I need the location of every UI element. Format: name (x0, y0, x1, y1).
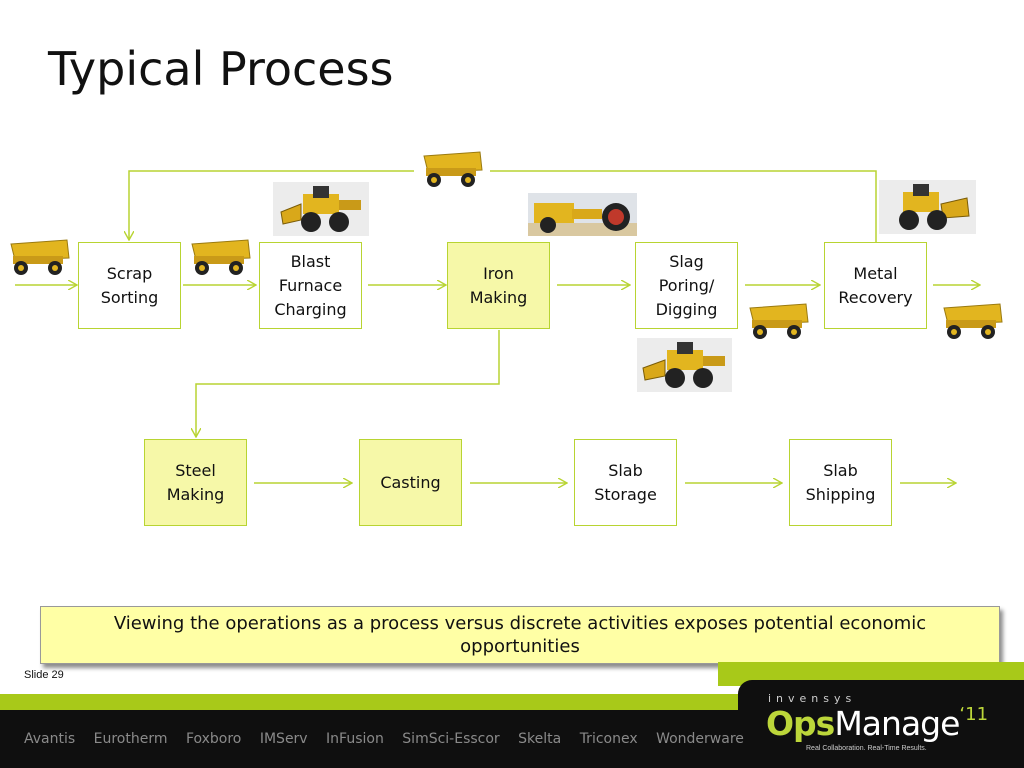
brand-eurotherm: Eurotherm (93, 731, 168, 747)
callout-box: Viewing the operations as a process vers… (40, 606, 1000, 664)
logo-year: ‘11 (959, 704, 989, 725)
node-slab-storage: Slab Storage (574, 439, 677, 526)
node-blast-furnace-charging: Blast Furnace Charging (259, 242, 362, 329)
node-iron-making: Iron Making (447, 242, 550, 329)
dump-truck-icon (943, 303, 1003, 339)
footer-logo-panel (738, 680, 1024, 768)
logo-tagline: Real Collaboration. Real-Time Results. (806, 745, 927, 752)
footer-accent-band (0, 694, 740, 710)
node-casting: Casting (359, 439, 462, 526)
arrow-loop-left (129, 170, 414, 240)
wheel-loader-icon (273, 182, 369, 236)
opsmanage-logo: OpsManage‘11 (766, 704, 988, 743)
arrow-metal-loop-to-scrap (490, 170, 877, 242)
brand-skelta: Skelta (518, 731, 562, 747)
brand-avantis: Avantis (24, 731, 76, 747)
slide-title: Typical Process (48, 42, 394, 96)
dump-truck-icon (191, 239, 251, 275)
invensys-logo: invensys (768, 692, 857, 705)
node-metal-recovery: Metal Recovery (824, 242, 927, 329)
brand-wonderware: Wonderware (656, 731, 744, 747)
wheel-loader-icon (637, 338, 732, 392)
callout-text: Viewing the operations as a process vers… (113, 613, 927, 657)
node-steel-making: Steel Making (144, 439, 247, 526)
logo-manage: Manage (834, 704, 960, 743)
dump-truck-icon (10, 239, 70, 275)
slide-number: Slide 29 (24, 669, 64, 681)
brand-triconex: Triconex (579, 731, 638, 747)
dump-truck-icon (749, 303, 809, 339)
node-slab-shipping: Slab Shipping (789, 439, 892, 526)
footer-brand-list: Avantis Eurotherm Foxboro IMServ InFusio… (24, 731, 758, 747)
brand-simsci-esscor: SimSci-Esscor (402, 731, 500, 747)
brand-foxboro: Foxboro (185, 731, 242, 747)
arrow-iron-to-steel (196, 330, 500, 437)
node-slag-poring-digging: Slag Poring/ Digging (635, 242, 738, 329)
dump-truck-icon (423, 151, 483, 187)
wheel-loader-icon (879, 180, 976, 234)
node-scrap-sorting: Scrap Sorting (78, 242, 181, 329)
brand-imserv: IMServ (259, 731, 308, 747)
logo-ops: Ops (766, 704, 835, 743)
scraper-icon (528, 193, 637, 236)
brand-infusion: InFusion (326, 731, 384, 747)
